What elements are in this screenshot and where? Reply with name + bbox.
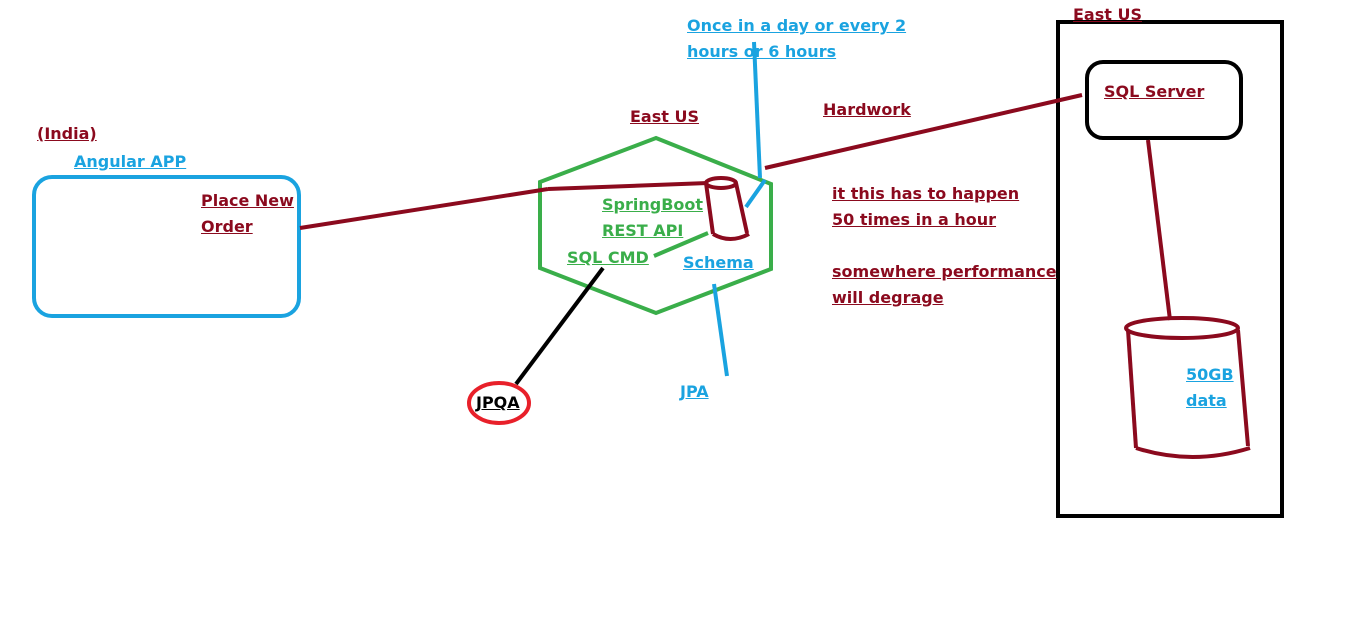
india-label: (India) [37,124,97,143]
place-new-order-line2: Order [201,217,253,236]
east-us-app-label: East US [630,107,699,126]
note-line2: 50 times in a hour [832,210,997,229]
cache-cylinder [704,176,750,241]
angular-app-label: Angular APP [74,152,187,171]
storage-cylinder [1124,316,1251,459]
east-us-region-label: East US [1073,5,1142,24]
jpa-label: JPA [680,382,709,401]
schema-label: Schema [683,253,754,272]
schedule-line [752,41,762,179]
jpqa-label: JPQA [476,393,520,412]
springboot-hexagon [538,135,773,316]
hardwork-label: Hardwork [823,100,911,119]
frequency-label-line1: Once in a day or every 2 [687,16,907,35]
jpqa-circle [467,381,531,425]
sql-cmd-to-jpqa-line [514,266,605,386]
schema-to-jpa-line [712,283,729,377]
angular-app-box [32,175,301,318]
note-line1: it this has to happen [832,184,1020,203]
sql-server-box [1085,60,1243,140]
sql-cmd-to-cache-line [653,231,709,258]
place-new-order-line1: Place New [201,191,294,210]
schedule-line-arrow [744,178,767,209]
frequency-label-line2: hours or 6 hours [687,42,837,61]
cache-to-sql-server-line [764,93,1083,170]
springboot-to-cache-line [547,181,709,191]
note-line3: somewhere performance [832,262,1057,281]
angular-to-springboot-line [299,187,549,230]
springboot-label: SpringBoot [602,195,704,214]
sql-server-to-storage-line [1146,139,1172,321]
sql-server-label: SQL Server [1104,82,1205,101]
db-size-line2: data [1186,391,1227,410]
rest-api-label: REST API [602,221,684,240]
east-us-region-box [1056,20,1284,518]
note-line4: will degrage [832,288,944,307]
db-size-line1: 50GB [1186,365,1234,384]
sql-cmd-label: SQL CMD [567,248,649,267]
